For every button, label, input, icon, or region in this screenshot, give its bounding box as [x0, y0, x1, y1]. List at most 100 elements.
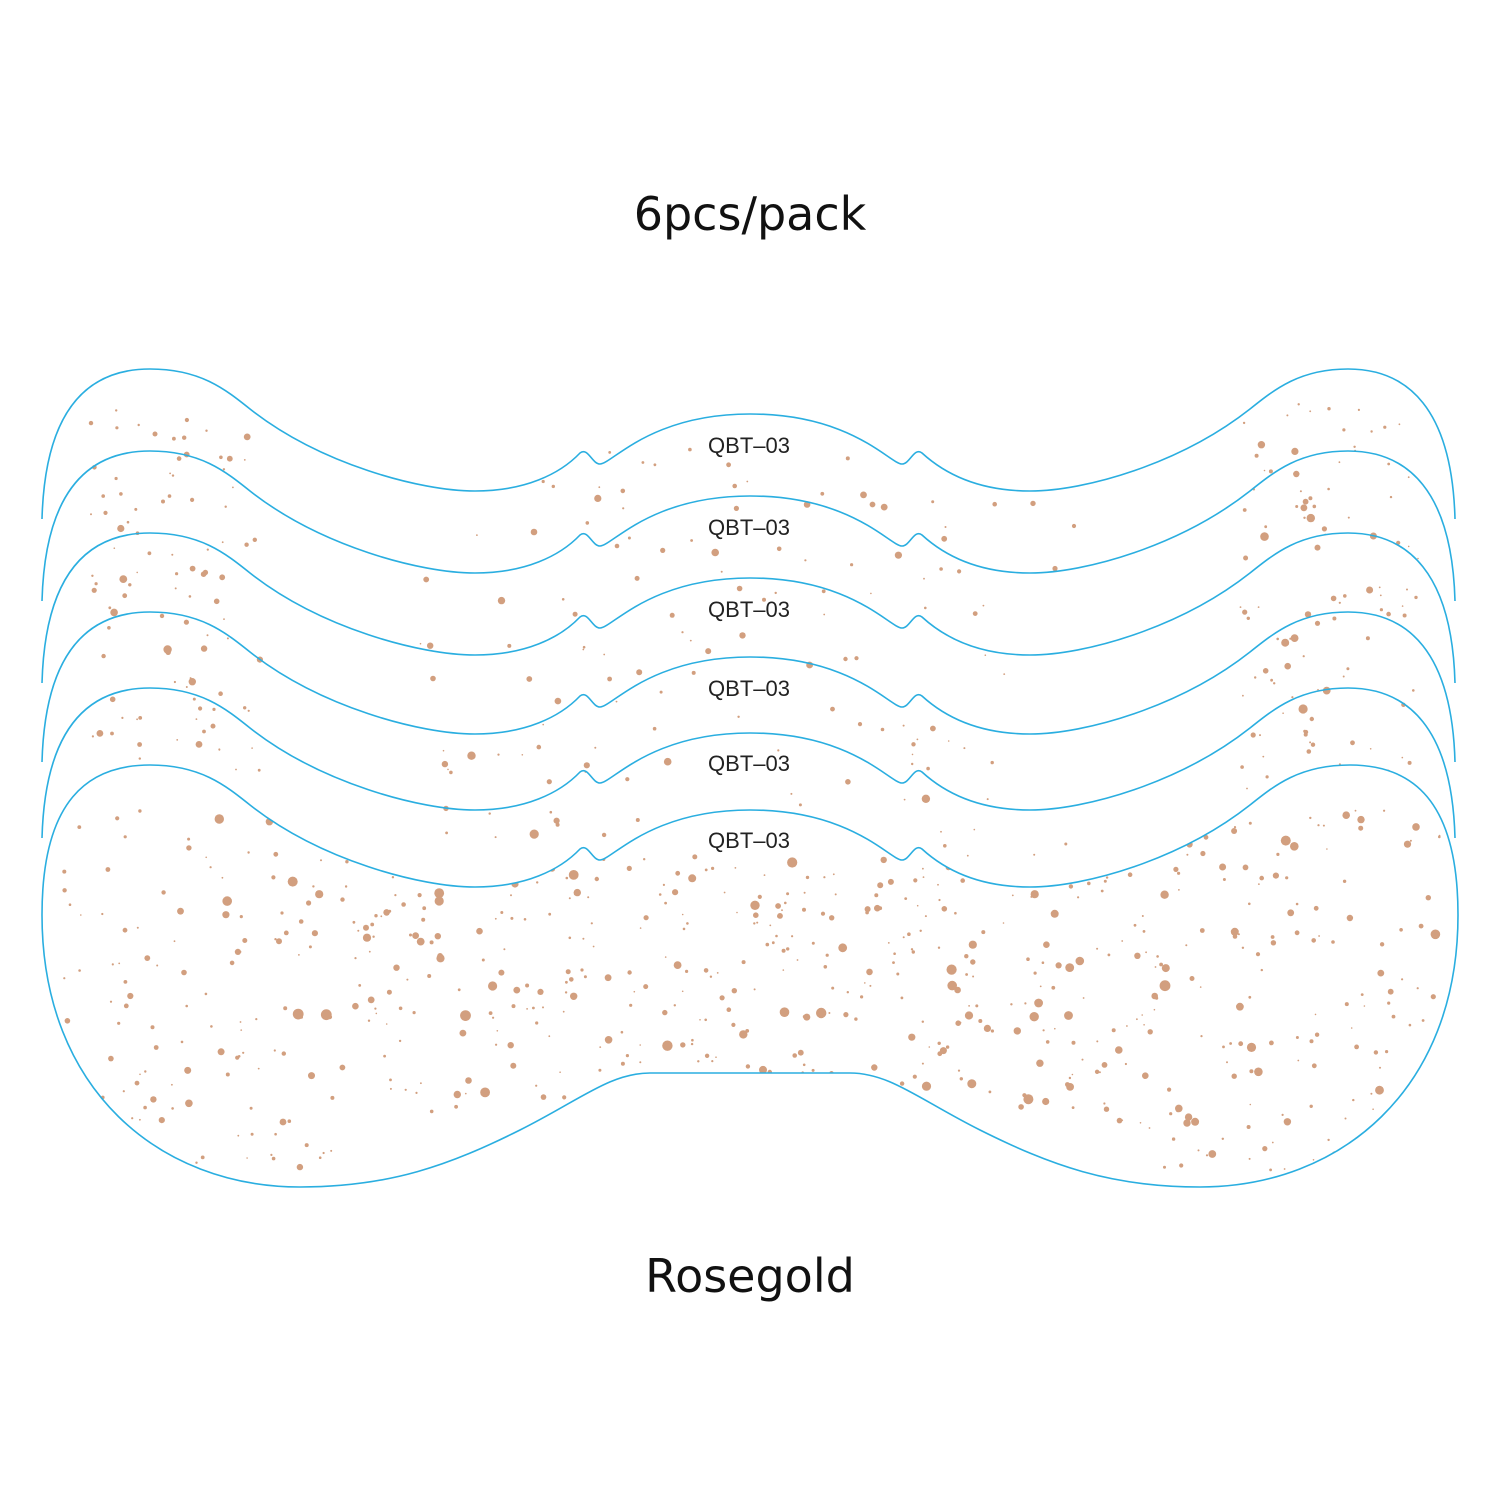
speckle [1200, 1035, 1203, 1038]
speckle [370, 922, 375, 927]
speckle [77, 825, 82, 829]
speckle [1344, 1117, 1347, 1120]
speckle [1363, 1005, 1366, 1007]
speckle [843, 656, 848, 662]
speckle [1408, 1023, 1412, 1027]
speckle [845, 779, 851, 785]
speckle [1360, 993, 1364, 996]
speckle [732, 483, 737, 489]
speckle [746, 480, 749, 483]
speckle [1327, 407, 1331, 411]
speckle [1041, 961, 1045, 964]
speckle [385, 1023, 388, 1025]
speckle [923, 577, 925, 580]
speckle [1237, 933, 1240, 936]
speckle [639, 1061, 642, 1064]
speckle [1126, 1025, 1128, 1027]
speckle [562, 1010, 565, 1013]
speckle [880, 503, 888, 511]
speckle [1379, 608, 1383, 612]
speckle [734, 867, 737, 869]
speckle [1368, 1133, 1375, 1141]
speckle [972, 611, 978, 616]
speckle [110, 608, 118, 617]
speckle [662, 1076, 665, 1078]
speckle [737, 692, 740, 695]
speckle [1310, 742, 1316, 747]
speckle [171, 474, 175, 477]
speckle [510, 894, 512, 897]
speckle [1300, 504, 1308, 512]
speckle [1265, 775, 1269, 779]
speckle [625, 1054, 630, 1058]
speckle [190, 497, 195, 502]
speckle [184, 417, 189, 423]
speckle [880, 727, 885, 732]
speckle [908, 1033, 916, 1041]
speckle [159, 613, 165, 619]
speckle [183, 619, 189, 625]
speckle [237, 1055, 241, 1058]
speckle [101, 912, 104, 916]
speckle [150, 1025, 155, 1030]
speckle [959, 1021, 962, 1024]
speckle [594, 494, 602, 502]
speckle [779, 1007, 790, 1017]
speckle [757, 894, 762, 900]
speckle [1043, 941, 1050, 948]
speckle [1030, 500, 1036, 507]
speckle [1141, 1014, 1143, 1016]
speckle [480, 1087, 490, 1098]
speckle [494, 836, 497, 839]
speckle [137, 423, 140, 427]
speckle [495, 1043, 498, 1046]
speckle [726, 1007, 732, 1012]
speckle [1379, 942, 1385, 947]
speckle [741, 960, 746, 965]
speckle [1071, 1106, 1075, 1109]
speckle [237, 1134, 240, 1137]
speckle [1303, 516, 1306, 519]
speckle [299, 1015, 303, 1019]
speckle [1298, 704, 1308, 714]
speckle [627, 536, 631, 540]
speckle [249, 1106, 253, 1110]
speckle [1248, 1157, 1251, 1160]
speckle [565, 980, 568, 984]
speckle [1064, 842, 1068, 846]
speckle [542, 723, 544, 726]
patch-outline [41, 611, 1456, 763]
speckle [374, 914, 378, 918]
speckle [561, 598, 565, 601]
speckle [811, 1068, 815, 1072]
speckle [372, 935, 375, 938]
speckle [940, 830, 942, 833]
speckle [614, 543, 620, 549]
speckle [511, 861, 514, 865]
speckle [214, 814, 224, 824]
speckle [497, 753, 500, 756]
speckle [1031, 865, 1038, 872]
speckle [1242, 609, 1248, 615]
speckle [122, 1090, 125, 1093]
speckle [1401, 756, 1404, 759]
speckle [878, 906, 883, 911]
speckle [945, 1045, 950, 1049]
speckle [688, 874, 697, 883]
speckle [907, 932, 911, 936]
speckle [1295, 505, 1299, 508]
speckle [476, 927, 483, 935]
speckle [239, 1021, 242, 1023]
speckle [391, 876, 395, 879]
speckle [1280, 835, 1291, 846]
speckle [967, 1079, 977, 1089]
speckle [580, 968, 584, 972]
speckle [1002, 922, 1005, 924]
speckle [500, 911, 504, 914]
speckle [669, 612, 675, 618]
speckle [992, 501, 997, 507]
speckle [195, 1161, 198, 1164]
speckle [1050, 909, 1059, 918]
speckle [119, 575, 128, 583]
speckle [874, 893, 879, 898]
